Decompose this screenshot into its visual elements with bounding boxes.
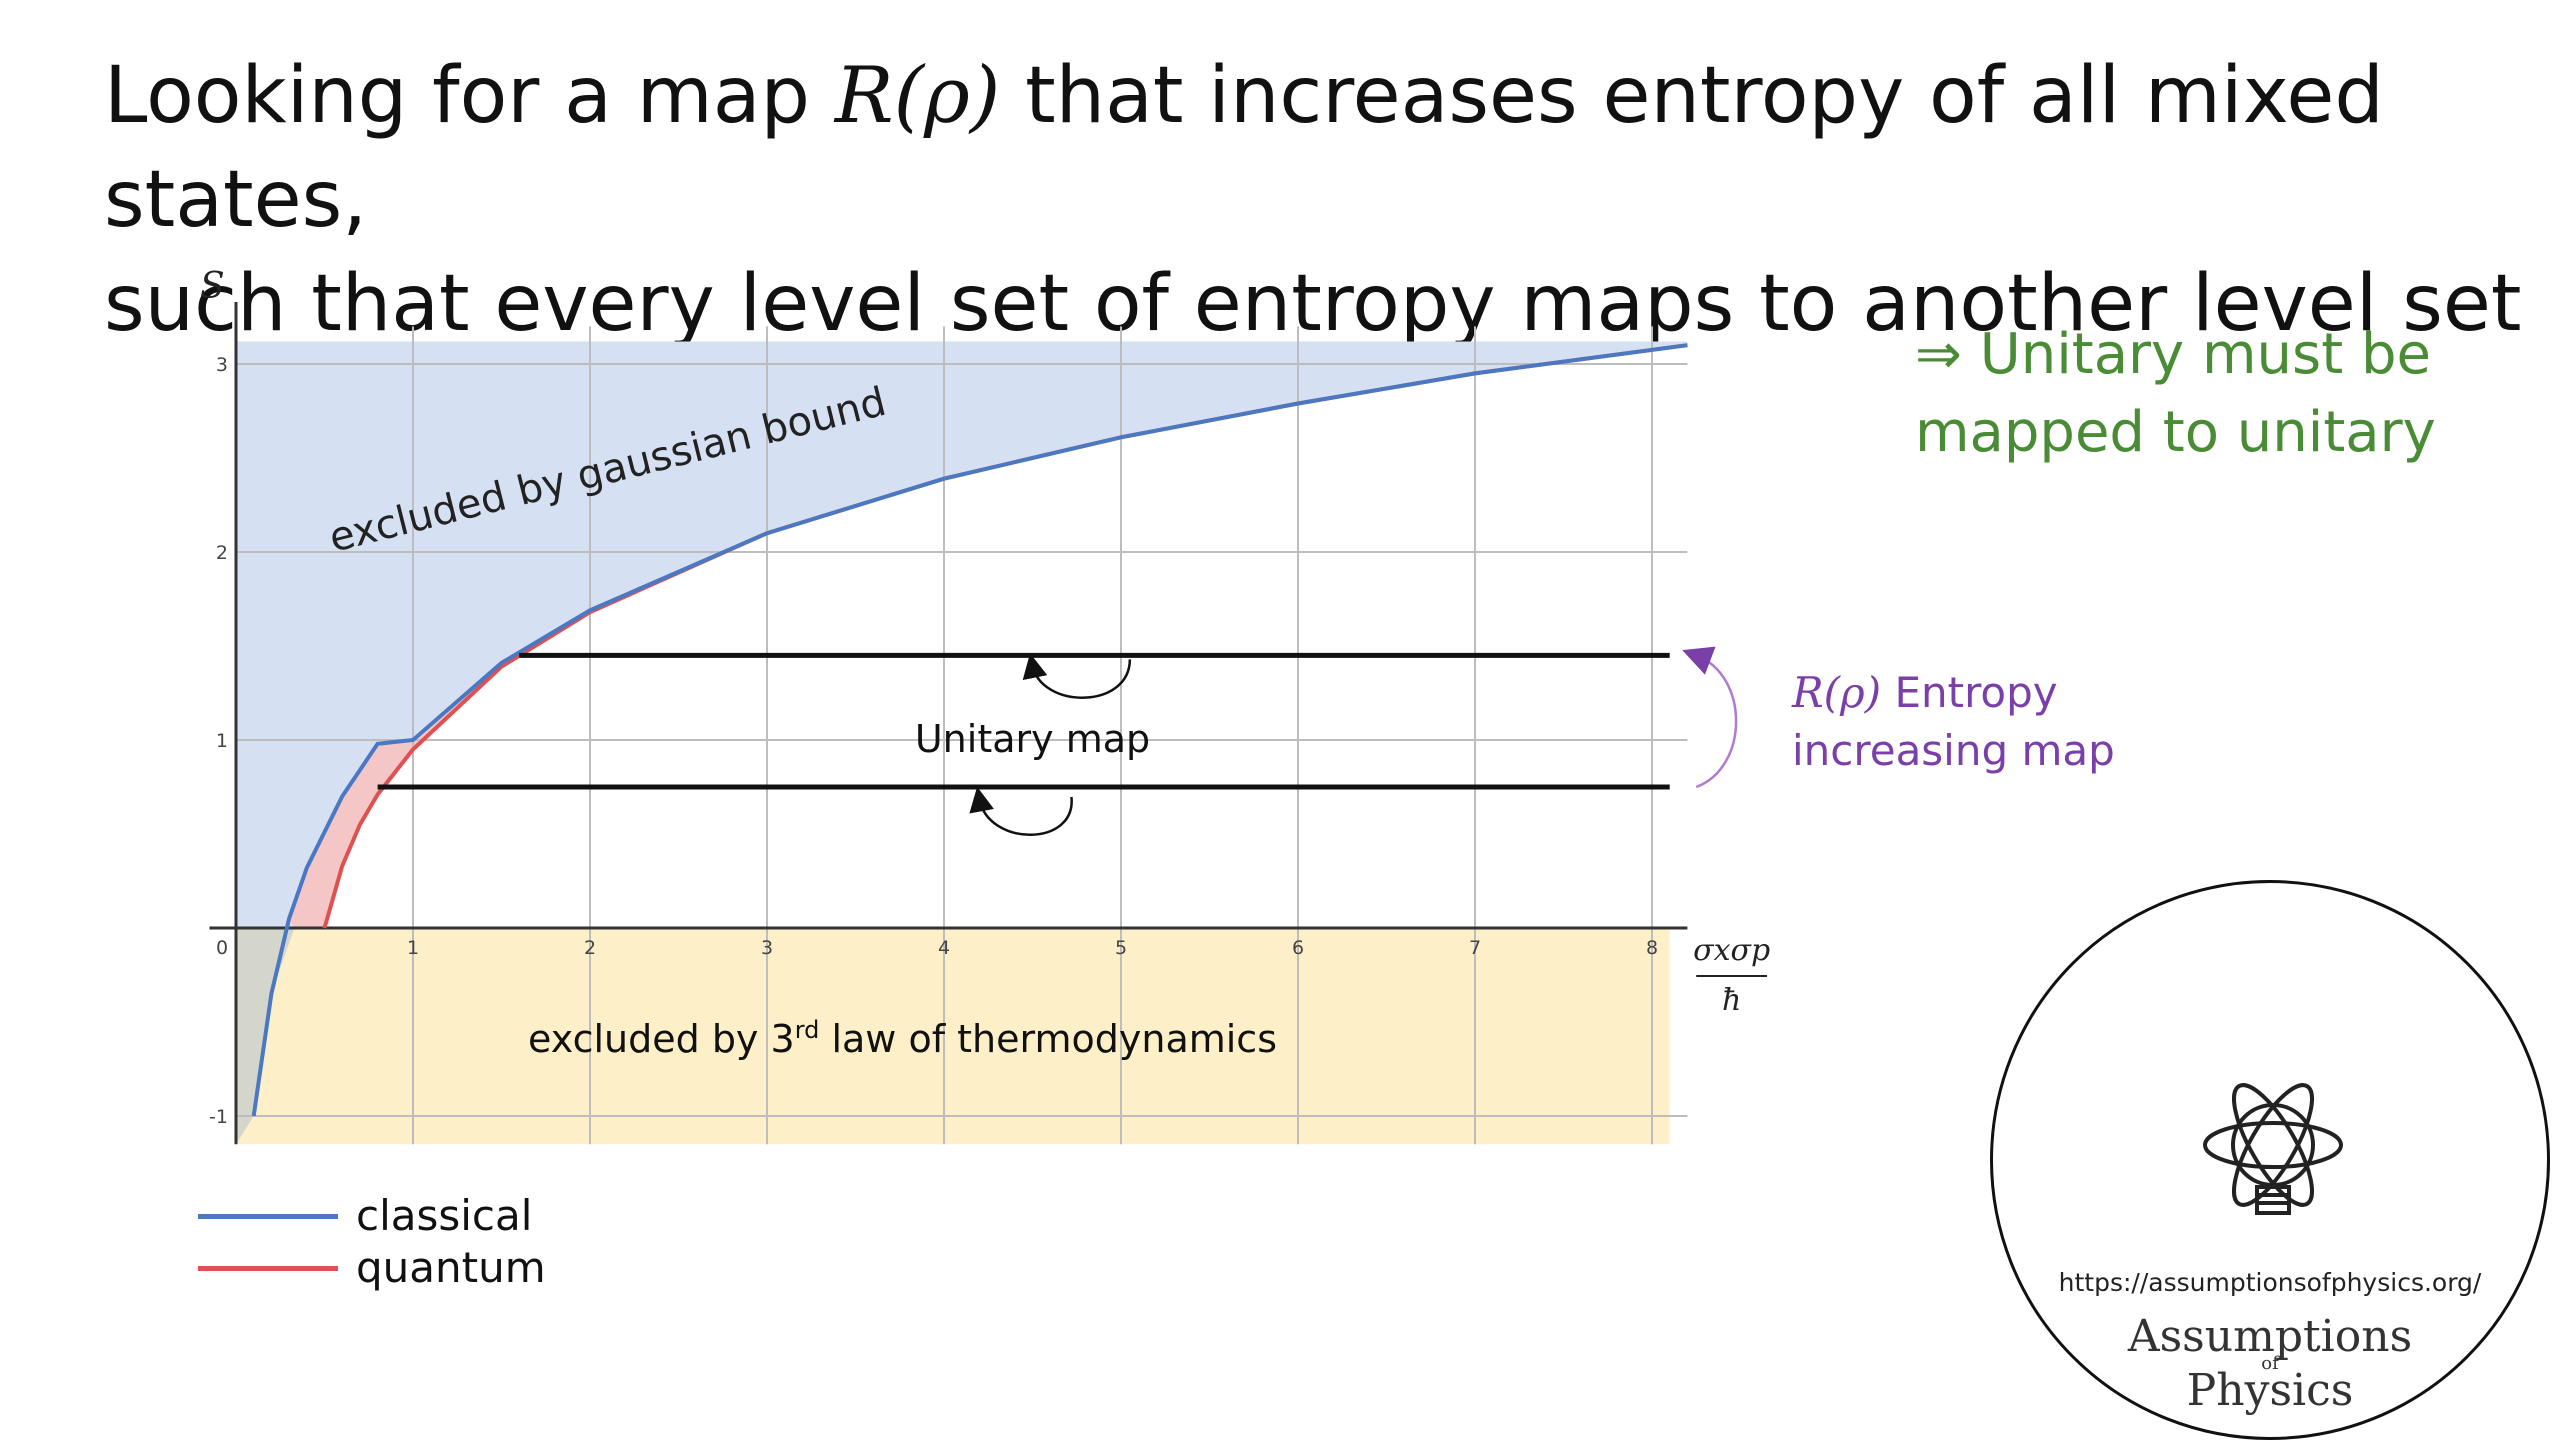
x-tick-label-6: 6 [1292,937,1304,959]
legend-swatch-classical [198,1214,338,1219]
x-tick-label-0: 0 [216,937,228,959]
title-line2: such that every level set of entropy map… [104,259,2522,349]
entropy-map-line2: increasing map [1792,726,2115,775]
entropy-map-note: R(ρ) Entropy increasing map [1792,664,2212,780]
third-law-label: excluded by 3rd law of thermodynamics [528,1016,1277,1061]
gaussian-bound-region [236,341,1688,928]
unitary-note: ⇒ Unitary must be mapped to unitary [1915,316,2475,472]
legend-label-classical: classical [356,1191,533,1240]
entropy-map-math: R(ρ) [1792,668,1882,717]
unitary-note-line2: mapped to unitary [1915,400,2436,465]
y-axis-label: S [200,266,225,307]
x-tick-label-8: 8 [1646,937,1658,959]
logo-name-line1: Assumptions [2127,1311,2413,1362]
x-tick-label-5: 5 [1115,937,1127,959]
classical-curve [251,343,1688,1117]
unitary-note-line1: ⇒ Unitary must be [1915,322,2431,387]
legend-label-quantum: quantum [356,1243,546,1292]
logo-url: https://assumptionsofphysics.org/ [2058,1268,2482,1297]
y-tick-label--1: -1 [209,1106,228,1128]
slide-title: Looking for a map R(ρ) that increases en… [104,44,2524,356]
title-math: R(ρ) [834,51,1001,141]
x-tick-label-7: 7 [1469,937,1481,959]
y-tick-label-2: 2 [216,542,228,564]
unitary-arrow-upper [1022,653,1132,699]
x-tick-label-4: 4 [938,937,950,959]
title-line1-pre: Looking for a map [104,51,835,141]
entropy-map-line1: Entropy [1881,668,2058,717]
x-tick-label-2: 2 [584,937,596,959]
y-tick-label-1: 1 [216,730,228,752]
x-tick-label-3: 3 [761,937,773,959]
title-line1-post: that increases entropy of all mixed stat… [104,51,2384,245]
third-law-region [236,928,1670,1145]
x-axis-label-numerator: σxσp [1693,933,1770,968]
entropy-increase-arrow [1682,646,1738,789]
x-tick-label-1: 1 [407,937,419,959]
logo-badge: https://assumptionsofphysics.org/ Assump… [1990,880,2550,1440]
lightbulb-atom-icon [2203,1083,2343,1215]
unitary-map-label: Unitary map [915,717,1150,761]
logo-name-line2: Physics [2186,1365,2354,1416]
x-axis-label-denominator: ħ [1722,983,1741,1018]
y-tick-label-3: 3 [216,354,228,376]
logo-name: Assumptions of Physics [1993,1313,2547,1415]
unitary-arrow-lower [969,786,1073,836]
legend-swatch-quantum [198,1266,338,1271]
